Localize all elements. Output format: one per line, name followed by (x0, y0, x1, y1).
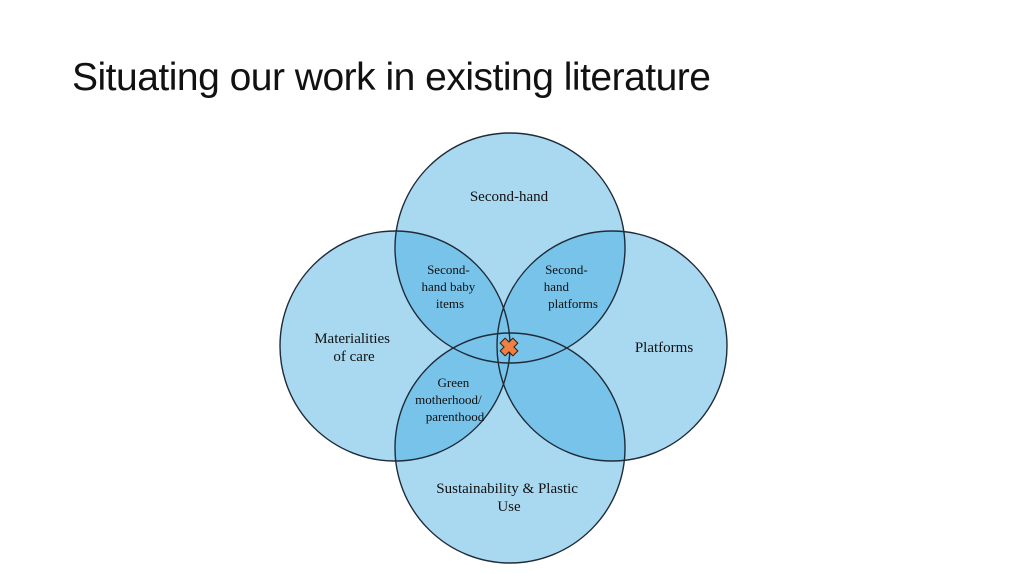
cross-marker-icon (499, 337, 519, 357)
label-platforms: Platforms (635, 340, 693, 356)
label-second-hand-platforms: Second- hand platforms (544, 262, 598, 311)
label-second-hand-baby-items: Second- hand baby items (421, 262, 478, 311)
label-second-hand: Second-hand (470, 189, 549, 205)
outline-platforms (496, 230, 728, 462)
overlap-top-left (395, 231, 510, 363)
outline-second-hand (394, 132, 626, 364)
label-materialities-of-care: Materialities of care (314, 331, 394, 365)
label-sustainability-plastic-use: Sustainability & Plastic Use (436, 481, 581, 515)
overlap-left-bottom (395, 333, 510, 461)
outline-sustainability (394, 332, 626, 564)
label-green-motherhood-parenthood: Green motherhood/ parenthood (415, 375, 485, 424)
slide-title: Situating our work in existing literatur… (72, 56, 711, 99)
